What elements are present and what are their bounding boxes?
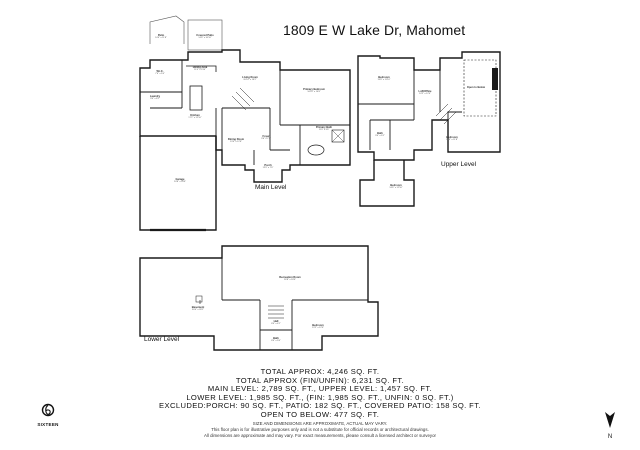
main-level-plan [139, 15, 351, 232]
north-arrow-icon [605, 412, 615, 428]
company-logo: SIXTEEN [33, 403, 63, 427]
illustrative-disclaimer: This floor plan is for illustrative purp… [211, 426, 429, 432]
main-upper-level-area: MAIN LEVEL: 2,789 SQ. FT., UPPER LEVEL: … [207, 384, 433, 394]
total-approx: TOTAL APPROX: 4,246 SQ. FT. [260, 367, 380, 376]
sixteen-logo-icon [41, 403, 55, 417]
area-summary: TOTAL APPROX: 4,246 SQ. FT. TOTAL APPROX… [0, 367, 640, 439]
upper-level-plan [357, 51, 501, 207]
upper-level-label: Upper Level [441, 161, 477, 168]
compass: N [600, 412, 620, 440]
measurement-disclaimer: All dimensions are approximate and may v… [204, 432, 436, 438]
logo-text: SIXTEEN [37, 422, 59, 427]
size-disclaimer: SIZE AND DIMENSIONS ARE APPROXIMATE, ACT… [252, 420, 388, 426]
total-approx-fin-unfin: TOTAL APPROX (FIN/UNFIN): 6,231 SQ. FT. [235, 375, 405, 385]
open-to-below-area: OPEN TO BELOW: 477 SQ. FT. [260, 409, 380, 419]
main-level-label: Main Level [255, 184, 287, 191]
compass-label: N [607, 434, 613, 440]
room-label: Open to Below [466, 86, 486, 89]
room-label: W.I.C.7'6" x 5'4" [155, 70, 165, 75]
lower-level-area: LOWER LEVEL: 1,985 SQ. FT., (FIN: 1,985 … [186, 392, 454, 402]
lower-level-plan [139, 245, 379, 351]
page-title: 1809 E W Lake Dr, Mahomet [283, 22, 466, 38]
lower-level-label: Lower Level [144, 336, 180, 343]
excluded-area: EXCLUDED:PORCH: 90 SQ. FT., PATIO: 182 S… [159, 401, 481, 411]
